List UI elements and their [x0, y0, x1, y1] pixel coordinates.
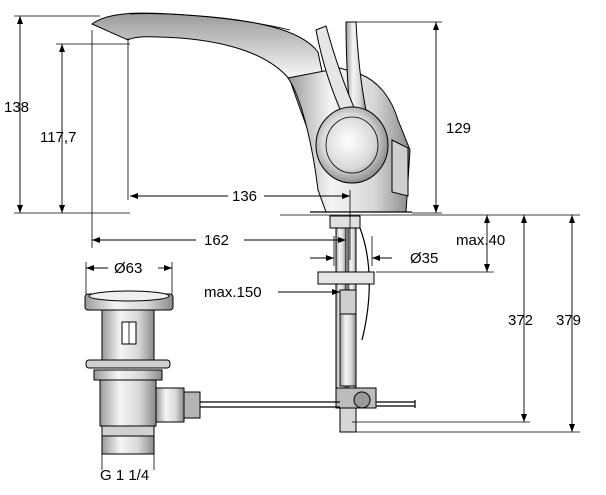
shank-assembly: [317, 215, 580, 433]
cartridge-knob: [315, 106, 389, 184]
dim-max-40: max.40: [456, 232, 505, 249]
dim-372: 372: [508, 312, 533, 329]
dim-thread: G 1 1/4: [100, 467, 149, 484]
dim-max-150: max.150: [204, 284, 262, 301]
fixing-plate: [317, 271, 375, 285]
pop-up-waste: [84, 290, 340, 455]
dim-138: 138: [4, 99, 29, 116]
dim-162: 162: [204, 232, 229, 249]
dim-379: 379: [556, 312, 581, 329]
dim-diameter-35: Ø35: [410, 250, 438, 267]
dimension-lines: [14, 15, 575, 470]
dim-136: 136: [232, 188, 257, 205]
dim-117-7: 117,7: [40, 129, 76, 146]
dim-diameter-63: Ø63: [114, 260, 142, 277]
mixer-body: [91, 12, 412, 213]
dim-129: 129: [446, 120, 471, 137]
